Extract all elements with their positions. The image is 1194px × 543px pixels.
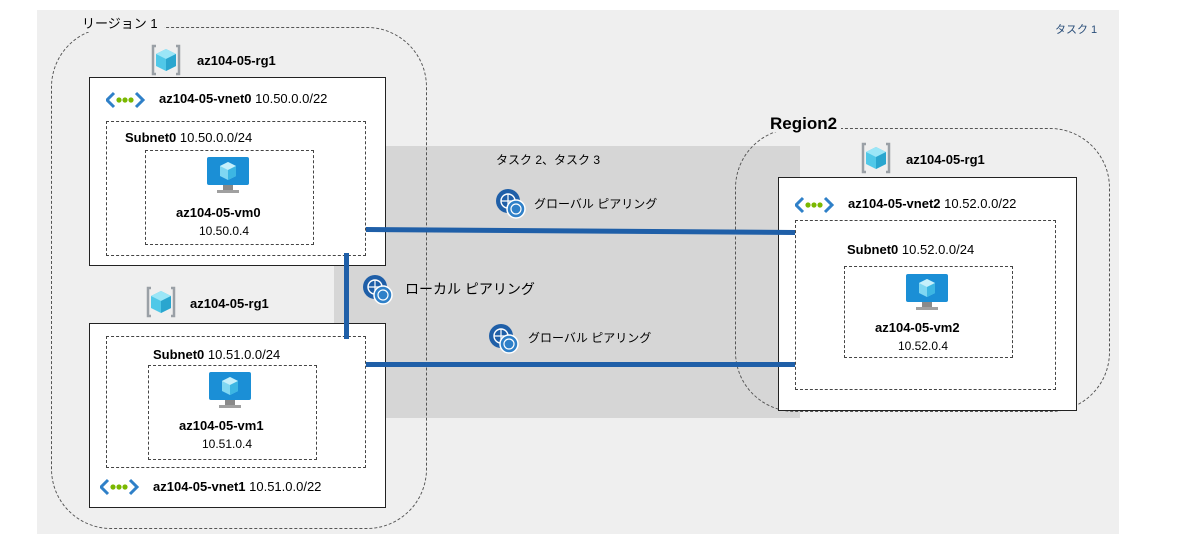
rg-top-label: az104-05-rg1	[197, 53, 276, 68]
vm1-box	[148, 365, 317, 460]
subnet0-vnet0-name: Subnet0	[125, 130, 177, 145]
virtual-machine-icon	[906, 274, 948, 310]
vnet-icon	[100, 478, 139, 496]
peering-area	[334, 146, 800, 418]
subnet0-vnet2-box	[795, 220, 1056, 390]
virtual-machine-icon	[209, 372, 251, 408]
region1-label: リージョン 1	[76, 16, 164, 32]
vnet-icon	[106, 91, 145, 109]
task23-label: タスク 2、タスク 3	[496, 153, 601, 167]
vnet0-name: az104-05-vnet0	[159, 91, 252, 106]
subnet0-vnet0-cidr: 10.50.0.0/24	[179, 130, 253, 145]
vnet2-cidr: 10.52.0.0/22	[944, 196, 1017, 211]
vnet0-title: az104-05-vnet0 10.50.0.0/22	[159, 91, 327, 107]
subnet0-vnet1-cidr: 10.51.0.0/24	[207, 347, 281, 362]
virtual-machine-icon	[207, 157, 249, 193]
vm0-ip: 10.50.0.4	[199, 224, 250, 238]
vnet1-title: az104-05-vnet1 10.51.0.0/22	[153, 479, 321, 495]
subnet0-vnet1-title: Subnet0 10.51.0.0/24	[153, 347, 280, 363]
vnet0-cidr: 10.50.0.0/22	[255, 91, 328, 106]
subnet0-vnet1-box	[106, 336, 366, 468]
resource-group-icon	[146, 286, 176, 318]
subnet0-vnet1-name: Subnet0	[153, 347, 205, 362]
rg-bottom-label: az104-05-rg1	[190, 296, 269, 311]
subnet0-vnet2-cidr: 10.52.0.0/24	[901, 242, 975, 257]
global-peering-line-bottom	[366, 362, 795, 367]
peering-icon	[362, 274, 393, 305]
region1-boundary	[51, 27, 427, 529]
vm0-name: az104-05-vm0	[176, 205, 261, 220]
vnet-icon	[795, 196, 834, 214]
peering-icon	[488, 323, 519, 354]
vnet1-name: az104-05-vnet1	[153, 479, 246, 494]
local-peering-label: ローカル ピアリング	[405, 281, 535, 297]
region2-boundary	[735, 128, 1110, 412]
vnet2-name: az104-05-vnet2	[848, 196, 941, 211]
peering-icon	[495, 188, 526, 219]
vnet1-cidr: 10.51.0.0/22	[249, 479, 322, 494]
resource-group-icon	[861, 142, 891, 174]
region2-label: Region2	[766, 115, 842, 132]
vnet2-title: az104-05-vnet2 10.52.0.0/22	[848, 196, 1016, 212]
subnet0-vnet2-name: Subnet0	[847, 242, 899, 257]
resource-group-icon	[151, 44, 181, 76]
subnet0-vnet0-box	[106, 121, 366, 256]
task1-label: タスク 1	[1055, 24, 1098, 36]
vnet1-box	[89, 323, 386, 508]
subnet0-vnet2-title: Subnet0 10.52.0.0/24	[847, 242, 974, 258]
global-peering-bottom-label: グローバル ピアリング	[528, 331, 652, 345]
global-peering-top-label: グローバル ピアリング	[534, 197, 658, 211]
rg-region2-label: az104-05-rg1	[906, 152, 985, 167]
vm2-name: az104-05-vm2	[875, 320, 960, 335]
local-peering-line	[344, 253, 349, 339]
vm2-box	[844, 266, 1013, 358]
vm1-ip: 10.51.0.4	[202, 437, 253, 451]
vm1-name: az104-05-vm1	[179, 418, 264, 433]
vm0-box	[145, 150, 314, 245]
vm2-ip: 10.52.0.4	[898, 339, 949, 353]
subnet0-vnet0-title: Subnet0 10.50.0.0/24	[125, 130, 252, 146]
